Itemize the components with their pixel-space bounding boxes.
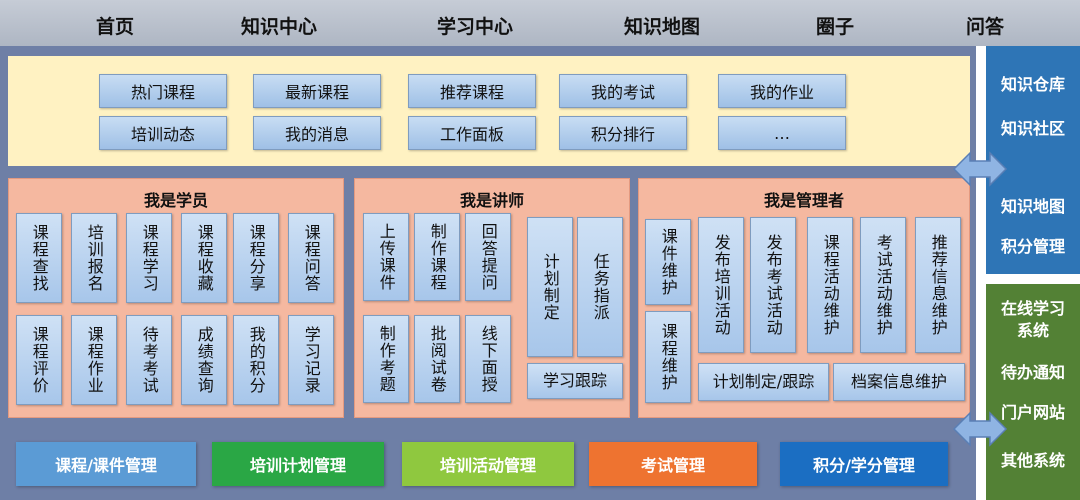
quick-link-new-courses[interactable]: 最新课程 <box>253 74 381 108</box>
side-knowledge-community[interactable]: 知识社区 <box>1000 119 1065 138</box>
quick-link-training-news[interactable]: 培训动态 <box>99 116 227 150</box>
module-points-management[interactable]: 积分/学分管理 <box>780 442 948 486</box>
double-arrow-icon <box>952 151 1008 187</box>
admin-panel-title: 我是管理者 <box>763 191 844 210</box>
tile-publish-exam[interactable]: 发布考试活动 <box>750 217 796 353</box>
quick-link-workbench[interactable]: 工作面板 <box>408 116 536 150</box>
quick-link-my-homework[interactable]: 我的作业 <box>718 74 846 108</box>
tile-answer-questions[interactable]: 回答提问 <box>465 213 511 301</box>
tile-exam-activity-maintenance[interactable]: 考试活动维护 <box>860 217 906 353</box>
quick-link-more[interactable]: … <box>718 116 846 150</box>
lecturer-panel: 我是讲师 上传课件 制作课程 回答提问 制作考题 批阅试卷 线下面授 计划制定 … <box>354 178 630 418</box>
tile-upload-courseware[interactable]: 上传课件 <box>363 213 409 301</box>
nav-knowledge-map[interactable]: 知识地图 <box>624 16 701 38</box>
tile-course-maintenance[interactable]: 课程维护 <box>645 311 691 403</box>
tile-recommend-info-maintenance[interactable]: 推荐信息维护 <box>915 217 961 353</box>
side-online-learning[interactable]: 在线学习系统 <box>1000 299 1065 340</box>
tile-course-study[interactable]: 课程学习 <box>126 213 172 303</box>
lecturer-panel-title: 我是讲师 <box>459 191 524 210</box>
quick-link-my-messages[interactable]: 我的消息 <box>253 116 381 150</box>
module-training-activity[interactable]: 培训活动管理 <box>402 442 574 486</box>
student-panel-title: 我是学员 <box>143 191 208 210</box>
side-other-systems[interactable]: 其他系统 <box>1000 451 1065 470</box>
tile-create-questions[interactable]: 制作考题 <box>363 315 409 403</box>
side-points-management[interactable]: 积分管理 <box>1000 237 1065 256</box>
tile-score-query[interactable]: 成绩查询 <box>181 315 227 405</box>
nav-home[interactable]: 首页 <box>96 16 135 38</box>
tile-create-course[interactable]: 制作课程 <box>414 213 460 301</box>
tile-publish-training[interactable]: 发布培训活动 <box>698 217 744 353</box>
module-exam-management[interactable]: 考试管理 <box>589 442 757 486</box>
nav-learning-center[interactable]: 学习中心 <box>437 16 514 38</box>
tile-course-activity-maintenance[interactable]: 课程活动维护 <box>807 217 853 353</box>
tile-course-review[interactable]: 课程评价 <box>16 315 62 405</box>
top-navigation: 首页 知识中心 学习中心 知识地图 圈子 问答 <box>0 0 1080 46</box>
tile-course-homework[interactable]: 课程作业 <box>71 315 117 405</box>
tile-training-signup[interactable]: 培训报名 <box>71 213 117 303</box>
tile-task-assignment[interactable]: 任务指派 <box>577 217 623 357</box>
tile-plan-tracking[interactable]: 计划制定/跟踪 <box>698 363 829 401</box>
tile-courseware-maintenance[interactable]: 课件维护 <box>645 219 691 305</box>
side-knowledge-base[interactable]: 知识仓库 <box>1000 75 1065 94</box>
quick-link-hot-courses[interactable]: 热门课程 <box>99 74 227 108</box>
tile-my-points[interactable]: 我的积分 <box>233 315 279 405</box>
tile-course-qa[interactable]: 课程问答 <box>288 213 334 303</box>
knowledge-systems-box: 知识仓库 知识社区 知识地图 积分管理 <box>986 46 1080 274</box>
module-training-plan[interactable]: 培训计划管理 <box>212 442 384 486</box>
tile-study-tracking[interactable]: 学习跟踪 <box>527 363 623 399</box>
tile-offline-teaching[interactable]: 线下面授 <box>465 315 511 403</box>
quick-link-my-exams[interactable]: 我的考试 <box>559 74 687 108</box>
nav-circle[interactable]: 圈子 <box>816 16 855 38</box>
tile-plan-making[interactable]: 计划制定 <box>527 217 573 357</box>
tile-course-search[interactable]: 课程查找 <box>16 213 62 303</box>
quick-links-section: 热门课程 最新课程 推荐课程 我的考试 我的作业 培训动态 我的消息 工作面板 … <box>8 56 970 166</box>
tile-pending-exams[interactable]: 待考考试 <box>126 315 172 405</box>
student-panel: 我是学员 课程查找 培训报名 课程学习 课程收藏 课程分享 课程问答 课程评价 … <box>8 178 344 418</box>
tile-course-share[interactable]: 课程分享 <box>233 213 279 303</box>
admin-panel: 我是管理者 课件维护 课程维护 发布培训活动 发布考试活动 课程活动维护 考试活… <box>638 178 970 418</box>
side-knowledge-map[interactable]: 知识地图 <box>1000 197 1065 216</box>
quick-link-points-rank[interactable]: 积分排行 <box>559 116 687 150</box>
tile-course-favorite[interactable]: 课程收藏 <box>181 213 227 303</box>
nav-knowledge-center[interactable]: 知识中心 <box>241 16 318 38</box>
module-course-management[interactable]: 课程/课件管理 <box>16 442 196 486</box>
double-arrow-icon <box>952 411 1008 447</box>
external-systems-box: 在线学习系统 待办通知 门户网站 其他系统 <box>986 284 1080 500</box>
side-todo-notice[interactable]: 待办通知 <box>1000 363 1065 382</box>
tile-grade-papers[interactable]: 批阅试卷 <box>414 315 460 403</box>
nav-qa[interactable]: 问答 <box>966 16 1005 38</box>
quick-link-recommended[interactable]: 推荐课程 <box>408 74 536 108</box>
tile-study-records[interactable]: 学习记录 <box>288 315 334 405</box>
side-portal[interactable]: 门户网站 <box>1000 403 1065 422</box>
tile-archive-maintenance[interactable]: 档案信息维护 <box>833 363 965 401</box>
